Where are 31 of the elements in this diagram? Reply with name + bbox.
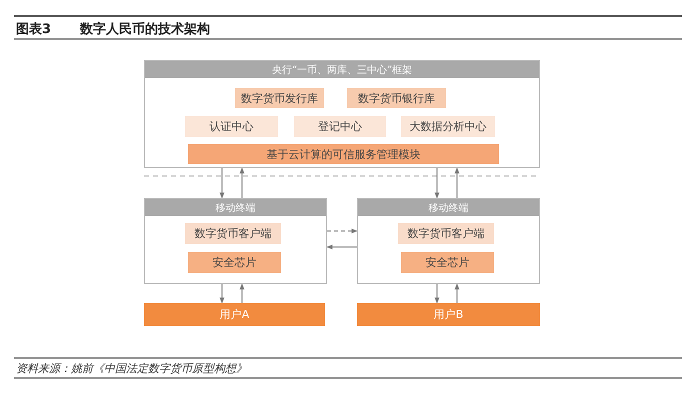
process-box: 安全芯片 [188,252,281,273]
framework-panel [144,198,327,284]
process-box: 登记中心 [294,116,386,137]
process-box: 大数据分析中心 [401,116,495,137]
arrow [454,167,460,198]
figure-title: 数字人民币的技术架构 [80,20,210,38]
figure-number: 图表3 [16,21,52,38]
user-box: 用户B [357,303,540,326]
process-box: 基于云计算的可信服务管理模块 [188,144,499,164]
arrow [326,244,358,250]
process-box: 安全芯片 [401,252,494,273]
panel-header: 央行“一币、两库、三中心”框架 [145,61,539,78]
arrow [326,228,358,234]
arrow [454,283,460,304]
panel-header: 移动终端 [358,199,539,216]
arrow [434,168,440,199]
process-box: 数字货币客户端 [398,223,494,244]
panel-header: 移动终端 [145,199,326,216]
user-box: 用户A [144,303,325,326]
process-box: 数字货币发行库 [235,88,324,108]
framework-panel [357,198,540,284]
arrow [240,167,244,198]
arrow [240,283,244,304]
process-box: 数字货币银行库 [347,88,446,108]
arrow [434,284,440,304]
arrow [220,284,224,304]
process-box: 数字货币客户端 [185,223,281,244]
source-note: 资料来源：姚前《中国法定数字货币原型构想》 [16,361,247,376]
arrow [220,168,224,199]
process-box: 认证中心 [185,116,278,137]
framework-panel [144,60,540,168]
